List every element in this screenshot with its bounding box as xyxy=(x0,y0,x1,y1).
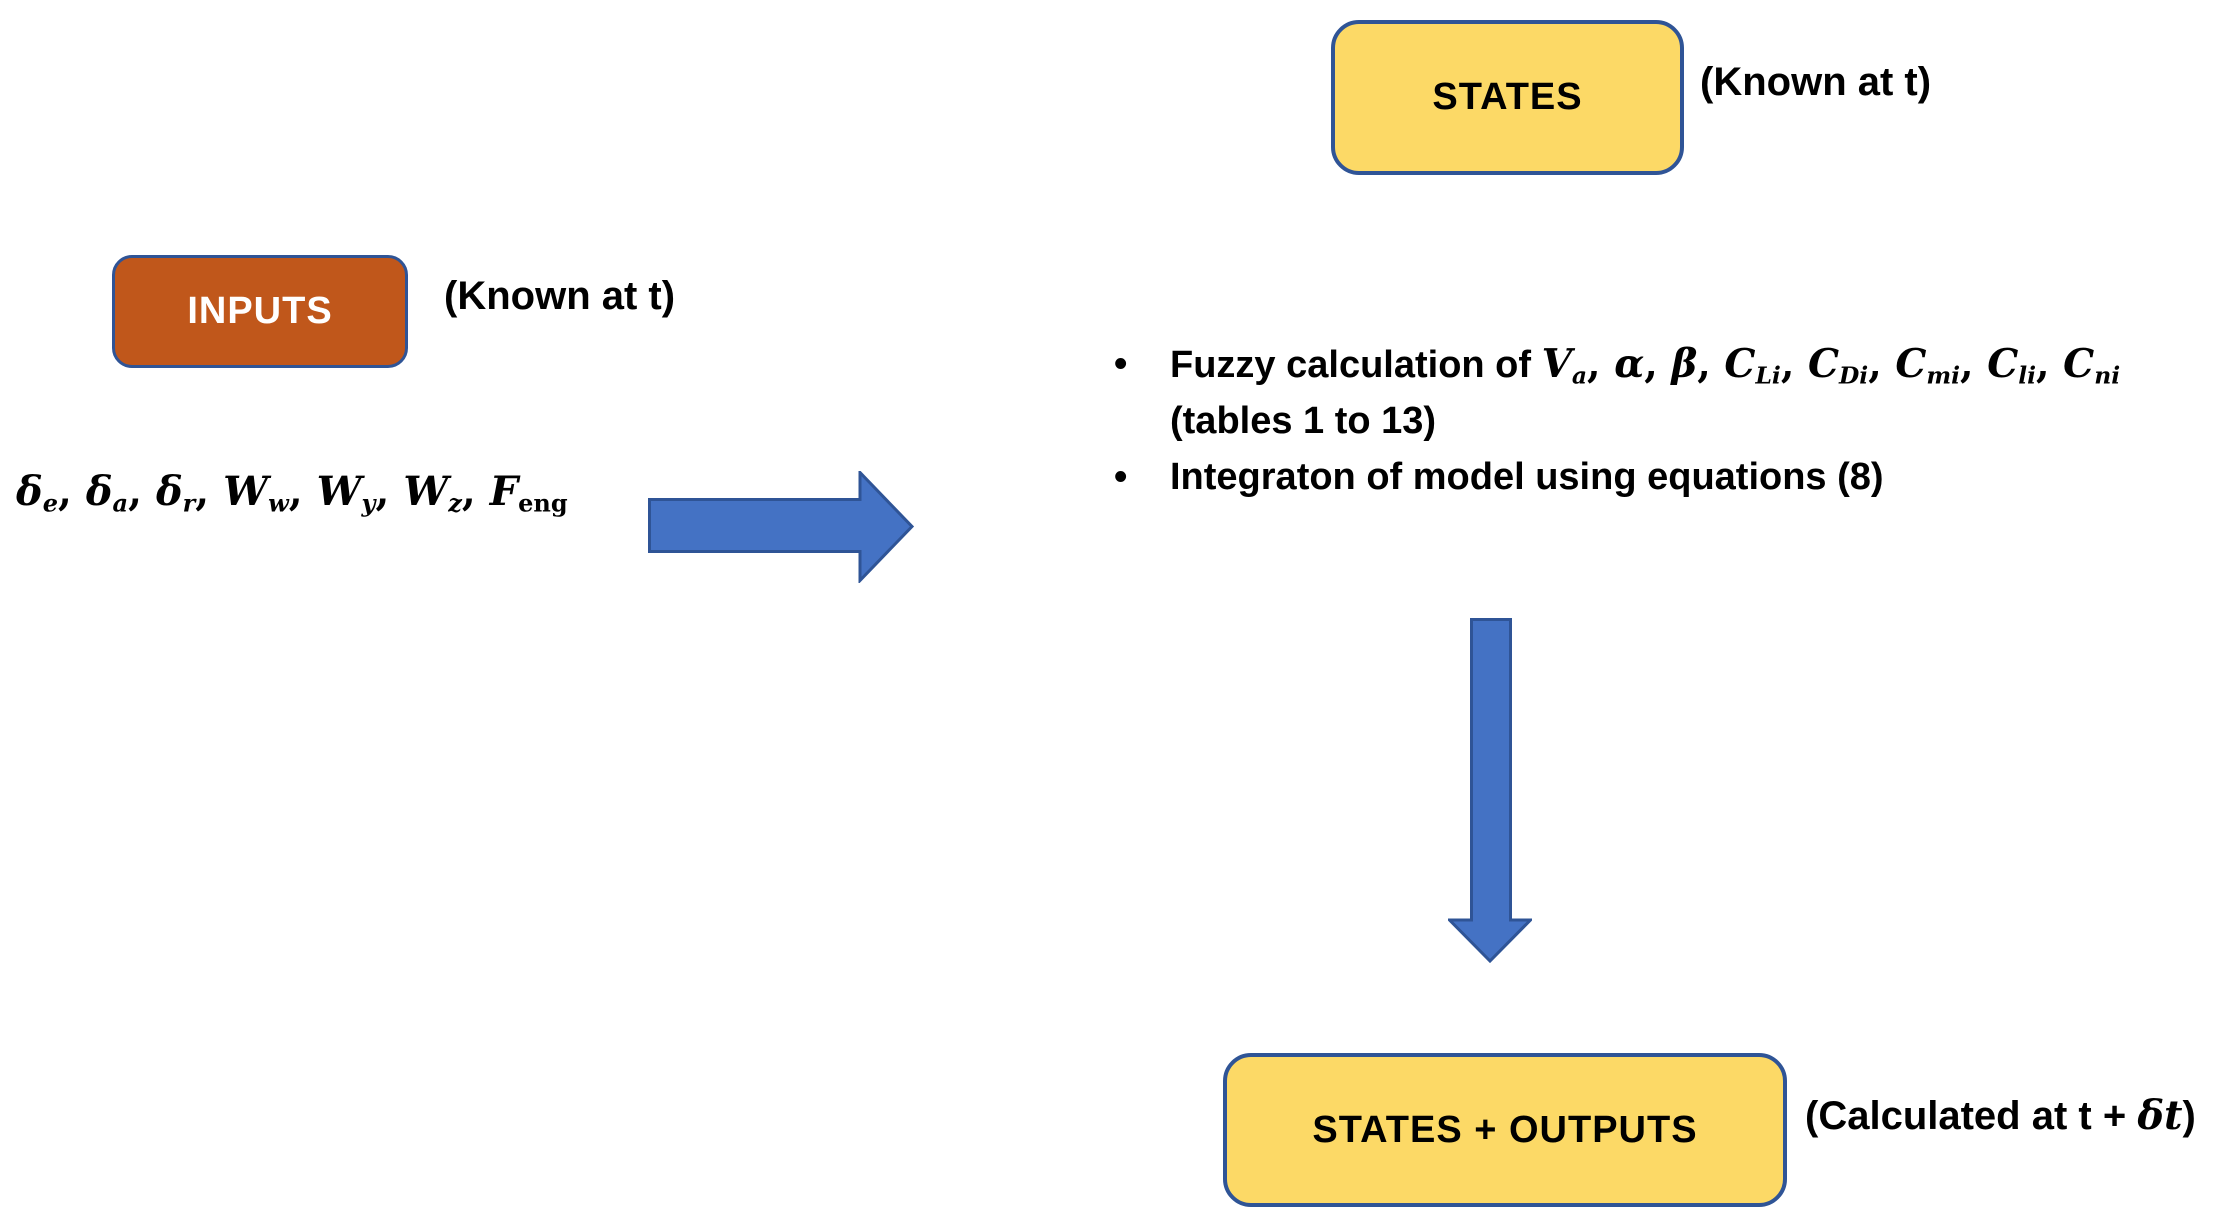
process-steps-list: • Fuzzy calculation of Va, α, β, CLi, CD… xyxy=(1104,336,2240,505)
bullet-marker: • xyxy=(1114,456,1128,498)
calculated-at-t-plus-dt-annotation: (Calculated at t + δt) xyxy=(1805,1092,2196,1139)
states-outputs-box-label: STATES + OUTPUTS xyxy=(1312,1108,1698,1151)
states-outputs-box: STATES + OUTPUTS xyxy=(1223,1053,1787,1207)
flow-arrow-right-icon xyxy=(648,471,915,583)
states-known-at-t-annotation: (Known at t) xyxy=(1700,60,1932,104)
bullet1-math-symbols: Va, α, β, CLi, CDi, Cmi, Cli, Cni xyxy=(1541,341,2121,390)
process-step-fuzzy-calculation: • Fuzzy calculation of Va, α, β, CLi, CD… xyxy=(1104,336,2240,449)
inputs-box: INPUTS xyxy=(112,255,408,368)
flow-arrow-down-shape xyxy=(1448,618,1532,963)
bullet-marker: • xyxy=(1114,343,1128,385)
process-step-integration: • Integraton of model using equations (8… xyxy=(1104,449,2240,505)
flow-arrow-right-shape xyxy=(648,471,915,583)
states-box: STATES xyxy=(1331,20,1684,175)
states-box-label: STATES xyxy=(1432,76,1583,118)
bullet2-text: Integraton of model using equations (8) xyxy=(1170,456,1884,498)
inputs-box-label: INPUTS xyxy=(187,290,333,332)
input-variables-math: δe, δa, δr, Ww, Wy, Wz, Feng xyxy=(16,468,568,518)
bullet1-text: Fuzzy calculation of xyxy=(1170,344,1542,386)
inputs-known-at-t-annotation: (Known at t) xyxy=(444,274,676,318)
flow-arrow-down-icon xyxy=(1448,618,1532,963)
bullet1-line2: (tables 1 to 13) xyxy=(1170,400,1437,442)
bullet1-line1: Fuzzy calculation of Va, α, β, CLi, CDi,… xyxy=(1170,336,2240,393)
bullet1-content: Fuzzy calculation of Va, α, β, CLi, CDi,… xyxy=(1170,336,2240,449)
